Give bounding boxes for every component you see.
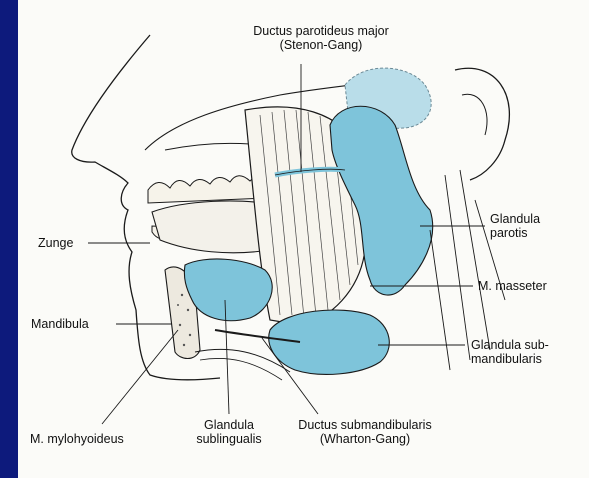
label-glandula-submandibularis-line1: Glandula sub-: [471, 338, 549, 352]
label-ductus-submandibularis: Ductus submandibularis (Wharton-Gang): [280, 418, 450, 446]
label-glandula-parotis: Glandula parotis: [490, 212, 540, 240]
label-mandibula: Mandibula: [31, 317, 89, 331]
sublingual-gland: [184, 259, 272, 321]
nasolabial-fold: [165, 143, 250, 150]
label-glandula-sublingualis: Glandula sublingualis: [178, 418, 280, 446]
label-ductus-parotideus-line1: Ductus parotideus major: [196, 24, 446, 38]
label-ductus-submandibularis-line2: (Wharton-Gang): [280, 432, 450, 446]
label-glandula-sublingualis-line1: Glandula: [178, 418, 280, 432]
illustration-panel: Ductus parotideus major (Stenon-Gang) Zu…: [18, 0, 589, 478]
ear-inner: [462, 94, 487, 135]
label-m-masseter: M. masseter: [478, 279, 547, 293]
label-glandula-parotis-line1: Glandula: [490, 212, 540, 226]
submandibular-gland: [269, 310, 390, 374]
label-m-mylohyoideus: M. mylohyoideus: [30, 432, 124, 446]
label-ductus-parotideus: Ductus parotideus major (Stenon-Gang): [196, 24, 446, 52]
label-ductus-submandibularis-line1: Ductus submandibularis: [280, 418, 450, 432]
label-ductus-parotideus-line2: (Stenon-Gang): [196, 38, 446, 52]
label-glandula-parotis-line2: parotis: [490, 226, 540, 240]
label-glandula-submandibularis: Glandula sub- mandibularis: [471, 338, 549, 366]
ear-outline: [455, 68, 509, 180]
label-zunge: Zunge: [38, 236, 73, 250]
label-glandula-submandibularis-line2: mandibularis: [471, 352, 549, 366]
label-glandula-sublingualis-line2: sublingualis: [178, 432, 280, 446]
